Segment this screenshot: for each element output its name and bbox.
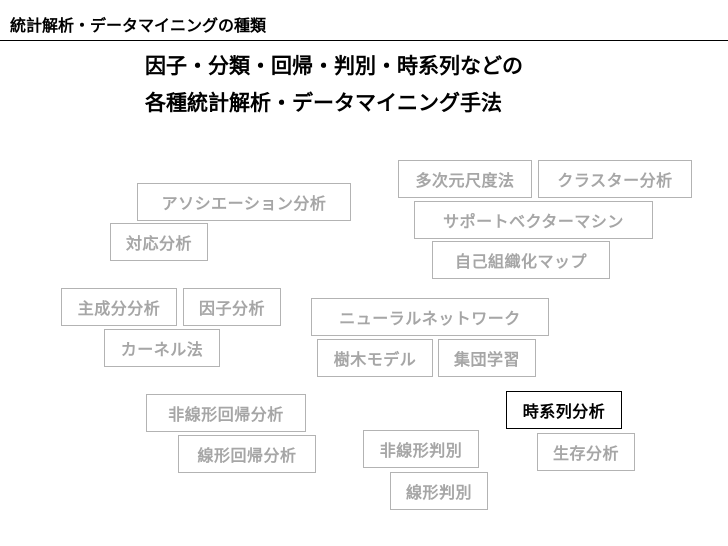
slide-title: 統計解析・データマイニングの種類 bbox=[10, 16, 267, 35]
method-decision-tree-model: 樹木モデル bbox=[317, 339, 433, 377]
title-divider bbox=[0, 40, 728, 41]
method-time-series-analysis: 時系列分析 bbox=[506, 391, 622, 429]
method-self-organizing-map: 自己組織化マップ bbox=[432, 241, 610, 279]
method-principal-component-analysis: 主成分分析 bbox=[61, 288, 177, 326]
method-factor-analysis: 因子分析 bbox=[183, 288, 281, 326]
method-survival-analysis: 生存分析 bbox=[537, 433, 635, 471]
method-cluster-analysis: クラスター分析 bbox=[538, 160, 692, 198]
heading-line-1: 因子・分類・回帰・判別・時系列などの bbox=[145, 54, 523, 78]
method-support-vector-machine: サポートベクターマシン bbox=[414, 201, 653, 239]
heading-line-2: 各種統計解析・データマイニング手法 bbox=[145, 91, 502, 115]
method-kernel-method: カーネル法 bbox=[104, 329, 220, 367]
method-nonlinear-discriminant: 非線形判別 bbox=[363, 430, 479, 468]
method-multidimensional-scaling: 多次元尺度法 bbox=[398, 160, 532, 198]
method-linear-regression: 線形回帰分析 bbox=[178, 435, 316, 473]
method-nonlinear-regression: 非線形回帰分析 bbox=[146, 394, 306, 432]
method-linear-discriminant: 線形判別 bbox=[390, 472, 488, 510]
method-association-analysis: アソシエーション分析 bbox=[137, 183, 351, 221]
method-neural-network: ニューラルネットワーク bbox=[311, 298, 549, 336]
method-correspondence-analysis: 対応分析 bbox=[110, 223, 208, 261]
method-ensemble-learning: 集団学習 bbox=[438, 339, 536, 377]
